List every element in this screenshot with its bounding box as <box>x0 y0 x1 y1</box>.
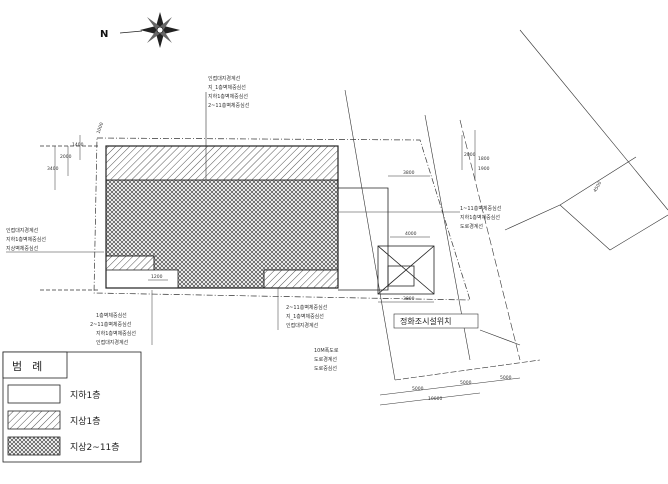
north-label: N <box>100 29 108 40</box>
ground-floor-area-top <box>105 145 339 181</box>
dim-top-left-2: 2000 <box>60 154 72 160</box>
road-label-3: 도로중심선 <box>314 365 337 372</box>
north-compass-icon: N <box>100 12 180 48</box>
facility-label-box <box>393 313 479 329</box>
legend-swatch-upper <box>7 436 61 456</box>
legend-swatch-ground <box>7 410 61 430</box>
legend-label-basement: 지하1층 <box>70 390 101 401</box>
top-labels: 인접대지경계선 지_1층벽체중심선 지하1층벽체중심선 2~11층벽체중심선 <box>208 75 250 109</box>
dim-right-1: 3800 <box>403 170 415 176</box>
top-label-4: 2~11층벽체중심선 <box>208 102 250 109</box>
dim-diag-top: 4500 <box>592 180 603 193</box>
dim-top-right-2: 1800 <box>478 156 490 162</box>
dim-diag-left: 1000 <box>96 122 106 135</box>
bottom-label-2: 지_1층벽체중심선 <box>286 313 324 320</box>
bottom-left-label-2: 2~11층벽체중심선 <box>90 321 132 328</box>
dim-road-1: 5000 <box>412 386 424 392</box>
ground-floor-area-left <box>105 255 155 271</box>
facility-label: 정화조시설위치 <box>400 316 452 326</box>
legend-label-ground: 지상1층 <box>70 416 101 427</box>
top-label-2: 지_1층벽체중심선 <box>208 84 246 91</box>
legend-swatch-basement <box>7 384 61 404</box>
legend-title: 범례 <box>12 360 52 373</box>
dimension-lines <box>54 130 521 406</box>
dim-road-2: 5000 <box>460 380 472 386</box>
left-label-3: 지상벽체중심선 <box>6 245 39 252</box>
dim-top-right-1: 2000 <box>464 152 476 158</box>
left-label-1: 인접대지경계선 <box>6 227 39 234</box>
dim-road-total: 10000 <box>428 396 442 402</box>
bottom-left-label-1: 1층벽체중심선 <box>96 312 127 319</box>
dim-road-3: 5000 <box>500 375 512 381</box>
bottom-left-label-3: 지하1층벽체중심선 <box>96 330 136 337</box>
legend: 범례 지하1층 지상1층 지상2~11층 <box>2 351 142 463</box>
dim-right-2: 3800 <box>403 296 415 302</box>
dim-top-left-1: 3400 <box>47 166 59 172</box>
dim-top-left-3: 1400 <box>72 142 84 148</box>
annex-outline <box>338 187 435 295</box>
dim-right-box: 4000 <box>405 231 417 237</box>
bottom-right-labels: 2~11층벽체중심선 지_1층벽체중심선 인접대지경계선 <box>277 288 328 330</box>
septic-tank-box <box>377 245 435 295</box>
road-label-2: 도로경계선 <box>314 356 337 363</box>
left-labels: 인접대지경계선 지하1층벽체중심선 지상벽체중심선 <box>6 227 104 253</box>
bottom-left-label-4: 인접대지경계선 <box>96 339 129 346</box>
right-label-1: 1~11층벽체중심선 <box>460 205 502 212</box>
upper-floors-area <box>105 179 339 289</box>
bottom-label-3: 인접대지경계선 <box>286 322 319 329</box>
ground-floor-area-bottom <box>263 269 339 289</box>
right-label-2: 지하1층벽체중심선 <box>460 214 500 221</box>
bottom-left-labels: 1층벽체중심선 2~11층벽체중심선 지하1층벽체중심선 인접대지경계선 <box>90 290 153 346</box>
road-lines <box>344 29 668 381</box>
road-labels: 10M폭도로 도로경계선 도로중심선 <box>314 348 339 372</box>
left-label-2: 지하1층벽체중심선 <box>6 236 46 243</box>
dim-bottom-small: 1200 <box>151 274 163 280</box>
right-label-3: 도로경계선 <box>460 223 483 230</box>
top-label-3: 지하1층벽체중심선 <box>208 93 248 100</box>
road-label-1: 10M폭도로 <box>314 348 339 354</box>
site-boundary <box>40 137 471 301</box>
legend-label-upper: 지상2~11층 <box>70 442 120 453</box>
top-label-1: 인접대지경계선 <box>208 75 241 82</box>
right-labels: 1~11층벽체중심선 지하1층벽체중심선 도로경계선 <box>338 205 502 230</box>
bottom-label-1: 2~11층벽체중심선 <box>286 304 328 311</box>
dim-top-right-3: 1900 <box>478 166 490 172</box>
